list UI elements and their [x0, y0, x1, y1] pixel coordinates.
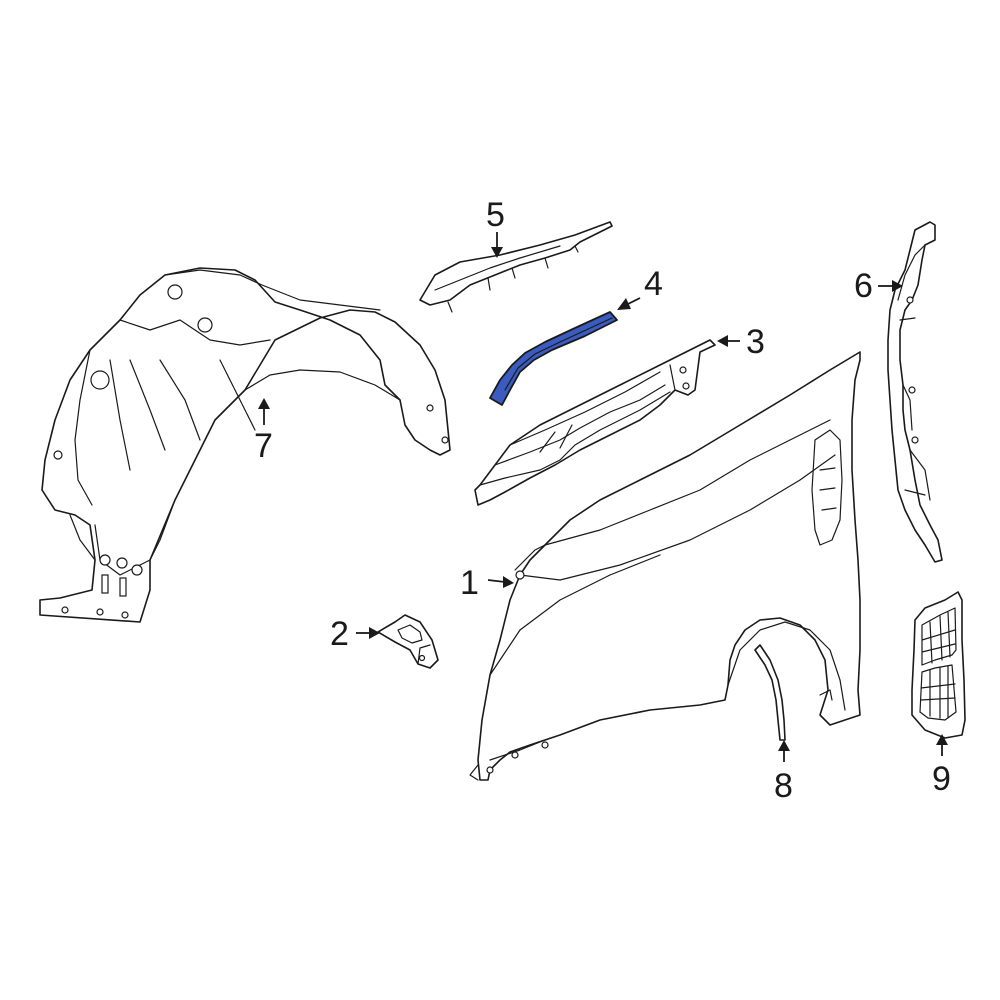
callout-arrows: [258, 232, 948, 762]
part-7-fender-liner[interactable]: [39, 267, 451, 623]
part-3-reinforcement[interactable]: [474, 339, 716, 506]
part-8-arch-molding[interactable]: [754, 644, 786, 741]
part-6-side-bracket[interactable]: [887, 221, 943, 563]
callout-5: 5: [486, 196, 505, 234]
part-4-highlighted-seal[interactable]: [489, 311, 618, 406]
callout-1: 1: [460, 564, 479, 602]
callout-4: 4: [644, 265, 663, 303]
part-2-bracket[interactable]: [377, 614, 439, 669]
callout-9: 9: [932, 760, 951, 798]
callout-6: 6: [854, 267, 873, 305]
callout-8: 8: [774, 767, 793, 805]
callout-3: 3: [746, 323, 765, 361]
part-9-vent-grille[interactable]: [911, 591, 966, 739]
callout-2: 2: [330, 615, 349, 653]
part-1-fender[interactable]: [469, 351, 861, 781]
callout-7: 7: [254, 427, 273, 465]
callout-labels: 1 2 3 4 5 6 7 8 9: [254, 196, 951, 805]
part-5-upper-seal[interactable]: [419, 221, 613, 313]
